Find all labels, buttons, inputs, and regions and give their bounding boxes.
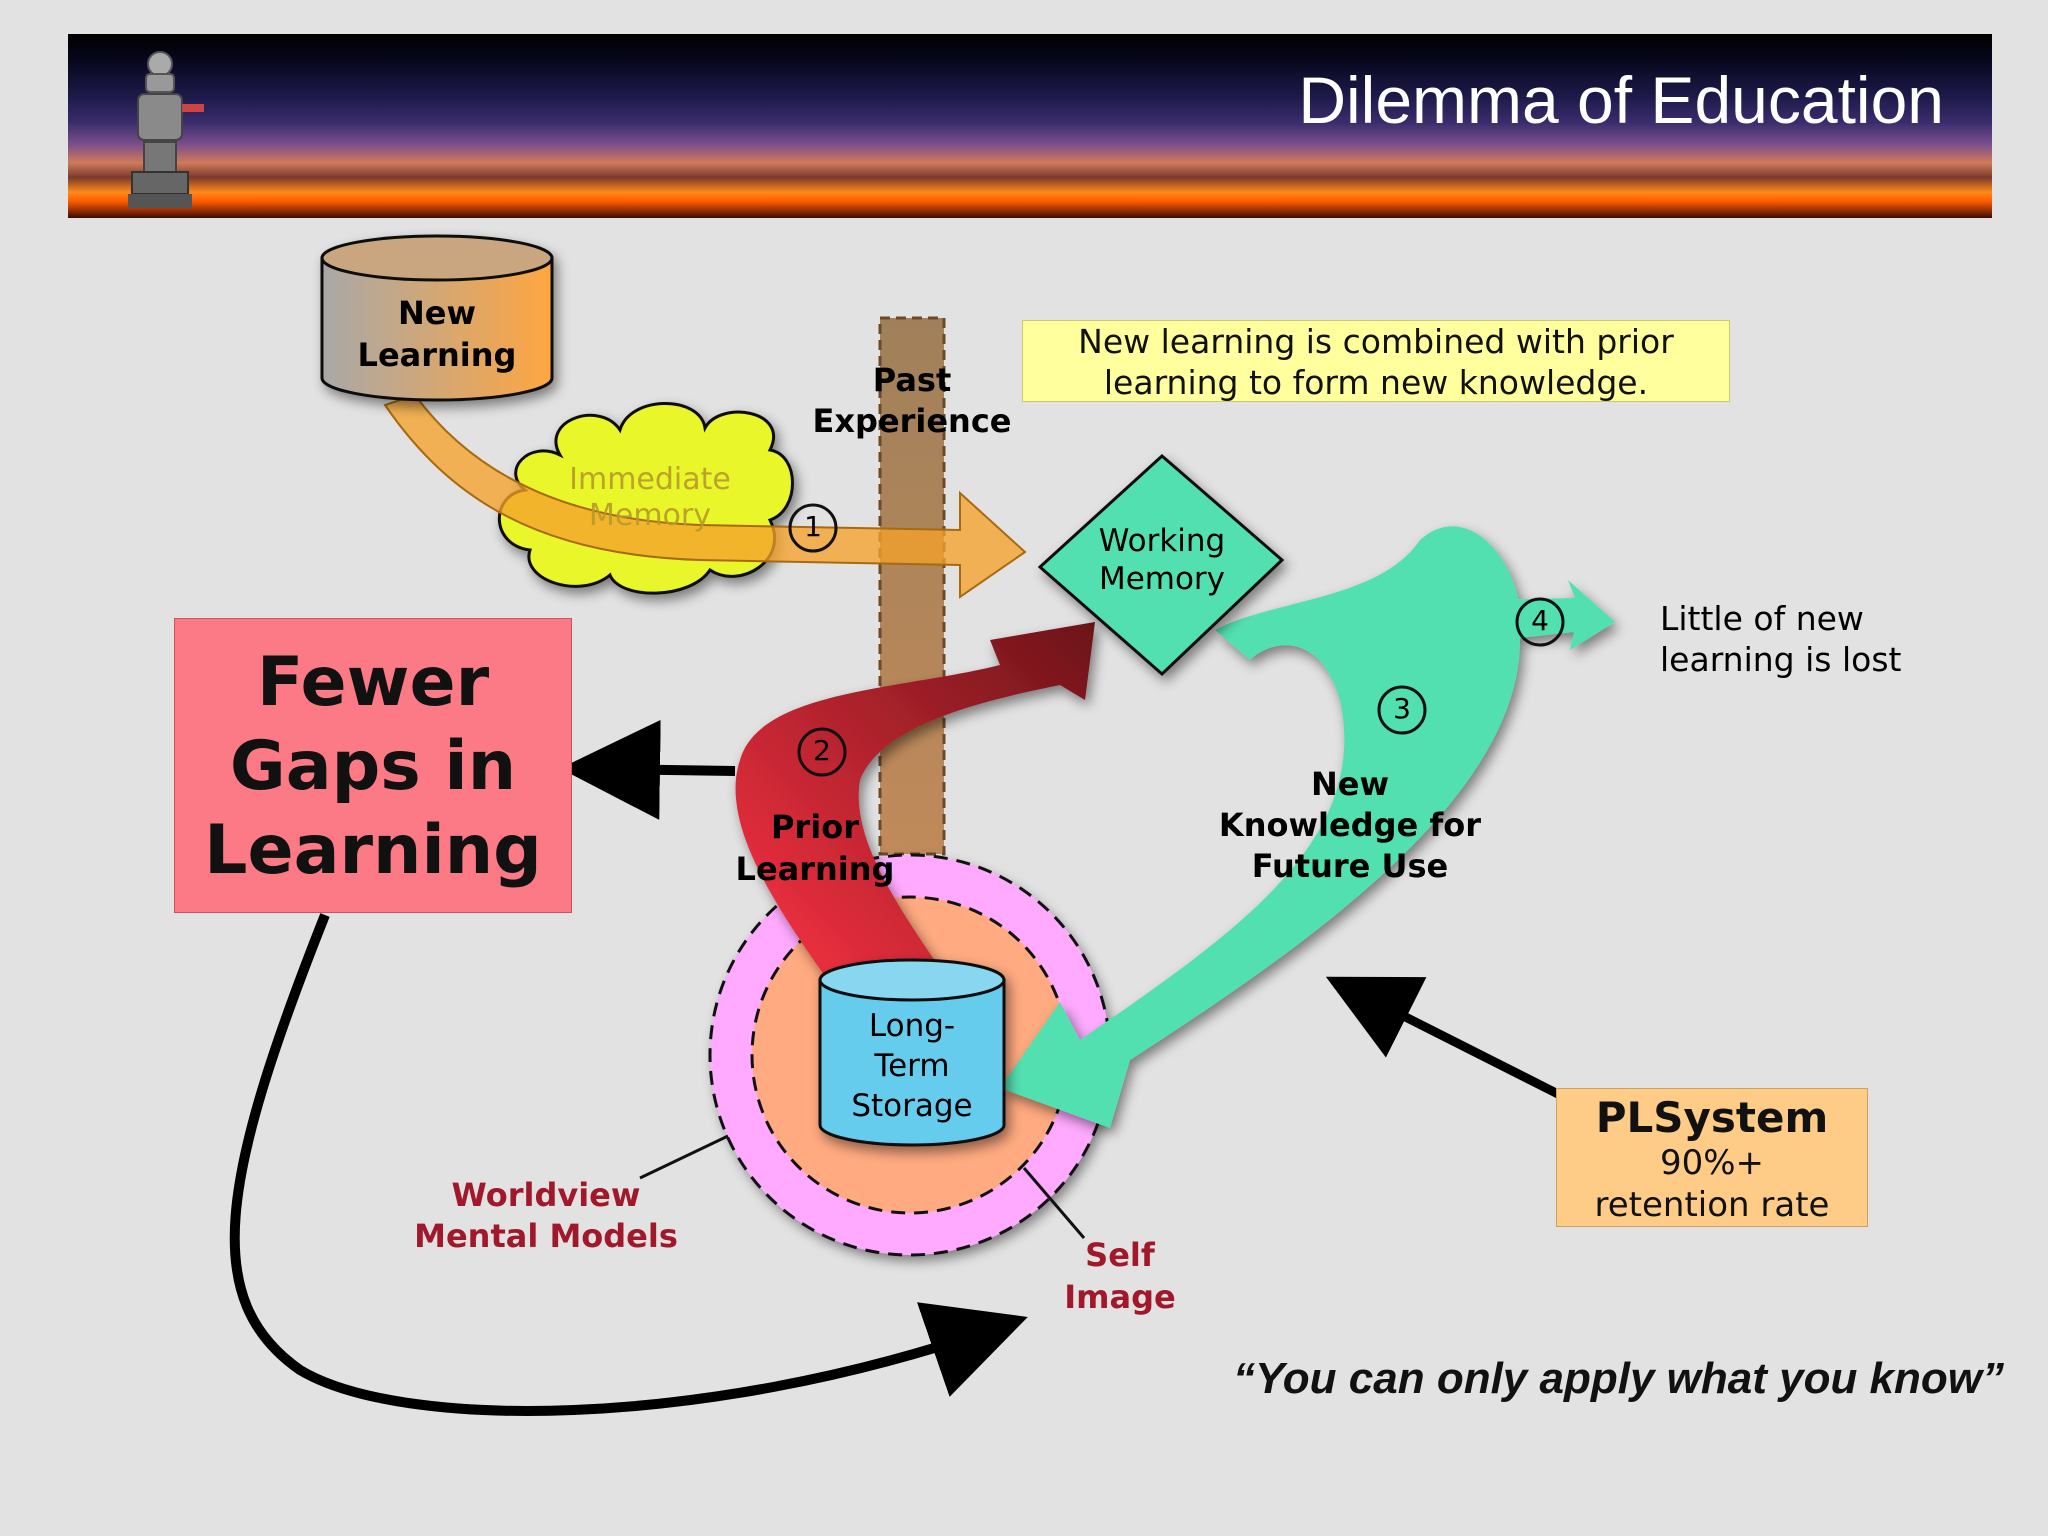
page-title: Dilemma of Education <box>1298 63 1944 137</box>
title-banner: Dilemma of Education <box>68 34 1992 218</box>
long-term-storage-label: Long- Term Storage <box>851 1008 973 1124</box>
long-term-storage-cylinder <box>818 958 1006 1147</box>
working-memory-label: Working Memory <box>1098 523 1226 597</box>
working-memory-diamond <box>1037 453 1285 677</box>
little-lost-label: Little of new learning is lost <box>1660 599 1902 679</box>
step-1-marker <box>788 503 838 553</box>
step-4-label: 4 <box>1531 604 1549 637</box>
plsystem-title: PLSystem <box>1595 1093 1829 1142</box>
loop-arrow <box>229 913 1028 1416</box>
quote-text: “You can only apply what you know” <box>1233 1354 2004 1403</box>
combined-learning-note: New learning is combined with prior lear… <box>1022 320 1730 402</box>
step-3-label: 3 <box>1393 692 1411 725</box>
step-1-label: 1 <box>804 510 822 543</box>
new-knowledge-arrow <box>1000 526 1615 1128</box>
step-2-label: 2 <box>813 734 831 767</box>
new-learning-label: New Learning <box>357 294 517 374</box>
plsystem-arrow <box>1325 976 1563 1100</box>
prior-learning-label: Prior Learning <box>735 808 895 888</box>
immediate-memory-label: Immediate Memory <box>569 462 731 533</box>
past-experience-bar <box>878 316 946 856</box>
new-learning-arrow <box>383 393 1027 599</box>
robot-icon <box>128 51 204 208</box>
step-4-marker <box>1515 597 1565 647</box>
worldview-label: Worldview Mental Models <box>414 1176 678 1255</box>
self-image-label: Self Image <box>1064 1236 1176 1316</box>
to-fewer-gaps-arrow <box>560 719 736 820</box>
fewer-gaps-box: Fewer Gaps in Learning <box>174 618 572 913</box>
plsystem-rate-label: retention rate <box>1594 1185 1830 1225</box>
new-learning-cylinder <box>320 234 554 402</box>
step-3-marker <box>1377 685 1427 735</box>
past-experience-label: Past Experience <box>812 361 1012 440</box>
step-2-marker <box>797 727 847 777</box>
new-knowledge-label: New Knowledge for Future Use <box>1218 765 1482 885</box>
self-image-pointer <box>1022 1167 1086 1239</box>
plsystem-rate: 90%+ <box>1659 1143 1765 1183</box>
prior-learning-arrow <box>735 622 1095 990</box>
worldview-pointer <box>639 1134 729 1180</box>
plsystem-box: PLSystem 90%+ retention rate <box>1556 1088 1868 1227</box>
